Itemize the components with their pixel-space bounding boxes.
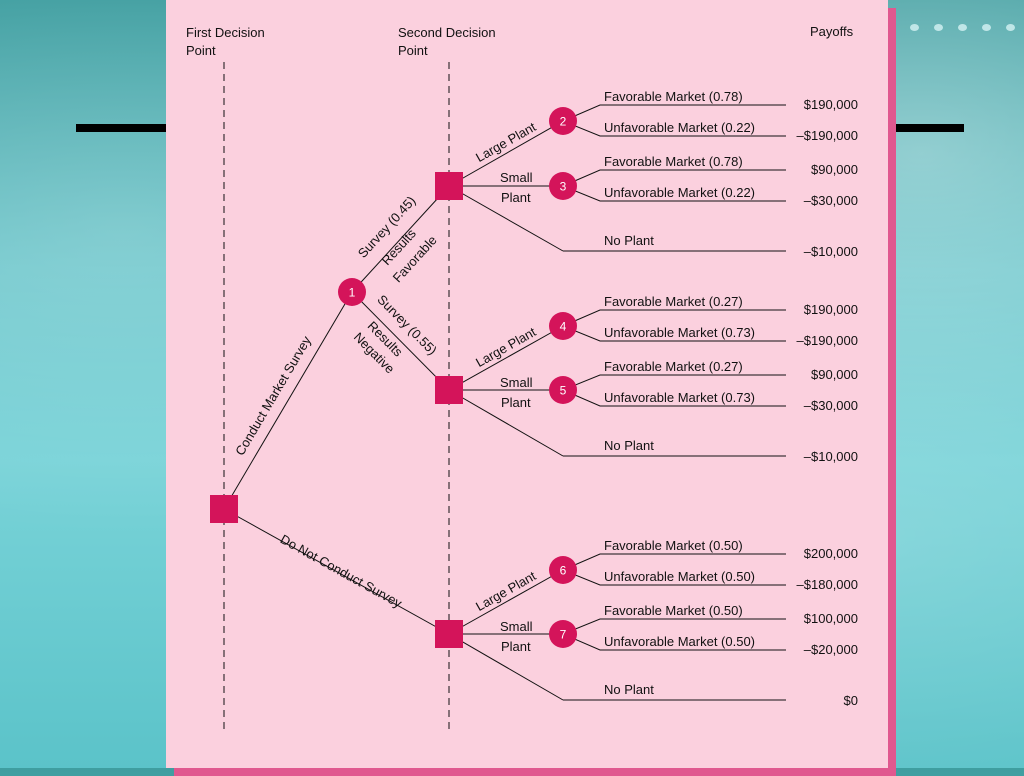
second-decision-header-line1: Second Decision	[398, 25, 496, 40]
do-not-conduct-label: Do Not Conduct Survey	[278, 531, 405, 611]
conduct-survey-label: Conduct Market Survey	[232, 333, 314, 458]
payoff-4-unfav: –$190,000	[797, 333, 858, 348]
chance-node-5-label: 5	[560, 384, 567, 398]
first-decision-node	[210, 495, 238, 523]
second-decision-header-line2: Point	[398, 43, 428, 58]
chance-node-4	[549, 312, 577, 340]
decorative-dots	[900, 20, 1024, 34]
payoff-6-unfav: –$180,000	[797, 577, 858, 592]
payoff-no-plant-b: –$10,000	[804, 449, 858, 464]
chance-node-7	[549, 620, 577, 648]
chance-node-5	[549, 376, 577, 404]
payoff-7-fav: $100,000	[804, 611, 858, 626]
outcome-3-fav: Favorable Market (0.78)	[604, 154, 743, 169]
outcome-4-fav: Favorable Market (0.27)	[604, 294, 743, 309]
outcome-5-unfav: Unfavorable Market (0.73)	[604, 390, 755, 405]
chance-node-6	[549, 556, 577, 584]
outcome-7-fav: Favorable Market (0.50)	[604, 603, 743, 618]
payoff-5-fav: $90,000	[811, 367, 858, 382]
payoff-3-unfav: –$30,000	[804, 193, 858, 208]
outcome-6-fav: Favorable Market (0.50)	[604, 538, 743, 553]
outcome-4-unfav: Unfavorable Market (0.73)	[604, 325, 755, 340]
plant-label-c: Plant	[501, 639, 531, 654]
small-label-a: Small	[500, 170, 533, 185]
decision-node-negative	[435, 376, 463, 404]
decision-tree-figure: First Decision Point Second Decision Poi…	[166, 0, 888, 768]
decision-tree-svg: First Decision Point Second Decision Poi…	[186, 24, 858, 732]
chance-node-1	[338, 278, 366, 306]
decision-node-favorable	[435, 172, 463, 200]
outcome-2-unfav: Unfavorable Market (0.22)	[604, 120, 755, 135]
outcome-3-unfav: Unfavorable Market (0.22)	[604, 185, 755, 200]
chance-node-3	[549, 172, 577, 200]
outcome-2-fav: Favorable Market (0.78)	[604, 89, 743, 104]
no-plant-label-a: No Plant	[604, 233, 654, 248]
first-decision-header-line1: First Decision	[186, 25, 265, 40]
payoff-6-fav: $200,000	[804, 546, 858, 561]
payoff-5-unfav: –$30,000	[804, 398, 858, 413]
large-plant-label-c: Large Plant	[473, 568, 539, 614]
chance-node-1-label: 1	[349, 286, 356, 300]
payoff-7-unfav: –$20,000	[804, 642, 858, 657]
payoffs-header: Payoffs	[810, 24, 854, 39]
payoff-no-plant-c: $0	[844, 693, 858, 708]
chance-node-7-label: 7	[560, 628, 567, 642]
large-plant-label-a: Large Plant	[473, 119, 539, 165]
small-label-c: Small	[500, 619, 533, 634]
payoff-3-fav: $90,000	[811, 162, 858, 177]
decision-node-no-survey	[435, 620, 463, 648]
title-rule-right	[894, 124, 964, 132]
outcome-5-fav: Favorable Market (0.27)	[604, 359, 743, 374]
large-plant-label-b: Large Plant	[473, 324, 539, 370]
payoff-no-plant-a: –$10,000	[804, 244, 858, 259]
plant-label-b: Plant	[501, 395, 531, 410]
no-plant-label-b: No Plant	[604, 438, 654, 453]
plant-label-a: Plant	[501, 190, 531, 205]
title-rule-left	[76, 124, 168, 132]
outcome-7-unfav: Unfavorable Market (0.50)	[604, 634, 755, 649]
payoff-4-fav: $190,000	[804, 302, 858, 317]
payoff-2-unfav: –$190,000	[797, 128, 858, 143]
first-decision-header-line2: Point	[186, 43, 216, 58]
no-plant-label-c: No Plant	[604, 682, 654, 697]
chance-node-4-label: 4	[560, 320, 567, 334]
small-label-b: Small	[500, 375, 533, 390]
chance-node-2	[549, 107, 577, 135]
outcome-6-unfav: Unfavorable Market (0.50)	[604, 569, 755, 584]
payoff-2-fav: $190,000	[804, 97, 858, 112]
chance-node-2-label: 2	[560, 115, 567, 129]
chance-node-6-label: 6	[560, 564, 567, 578]
chance-node-3-label: 3	[560, 180, 567, 194]
